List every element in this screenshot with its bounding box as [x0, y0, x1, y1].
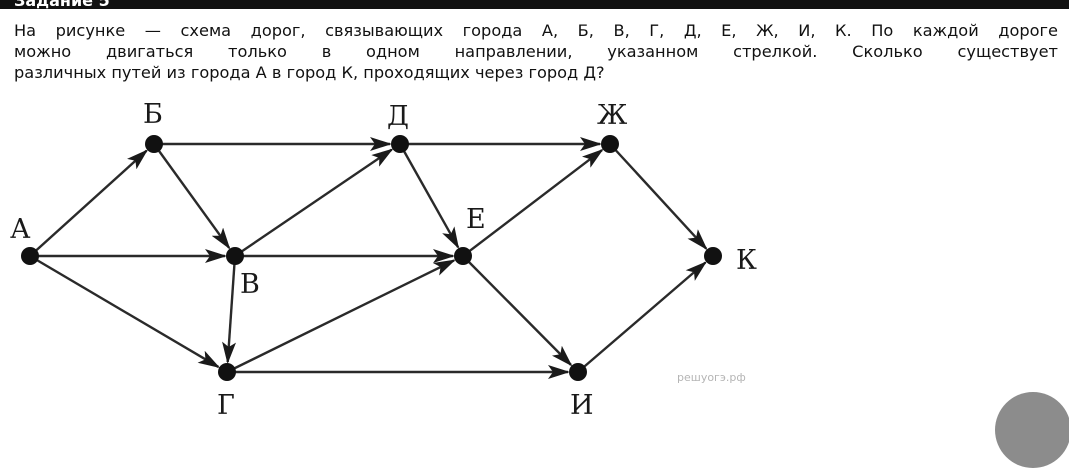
top-bar: Задание 5 [0, 0, 1069, 10]
node-label-K: К [736, 245, 757, 276]
node-A [21, 247, 39, 265]
node-label-V: В [240, 269, 260, 300]
edge-A-B [29, 149, 149, 257]
problem-line-2: можно двигаться только в одном направлен… [14, 42, 1058, 61]
edge-A-G [29, 254, 221, 368]
node-label-A: А [10, 214, 31, 245]
node-V [226, 247, 244, 265]
edge-V-D [234, 148, 394, 257]
edge-V-G [222, 255, 237, 365]
node-D [391, 135, 409, 153]
nodes-layer [21, 135, 722, 381]
node-K [704, 247, 722, 265]
node-G [218, 363, 236, 381]
edge-I-K [577, 261, 707, 373]
node-E [454, 247, 472, 265]
edge-D-E [398, 143, 460, 250]
node-B [145, 135, 163, 153]
node-label-G: Г [217, 390, 235, 421]
node-label-I: И [570, 390, 594, 421]
node-label-E: Е [466, 204, 486, 235]
node-label-ZH: Ж [597, 100, 628, 131]
node-ZH [601, 135, 619, 153]
problem-statement: На рисунке — схема дорог, связывающих го… [14, 20, 1058, 83]
node-label-B: Б [143, 99, 163, 130]
corner-circle [995, 392, 1069, 468]
edge-E-ZH [462, 148, 604, 257]
labels-layer: А Б В Г Д Е Ж И К решуогэ.рф [10, 99, 757, 421]
watermark: решуогэ.рф [677, 371, 746, 384]
edge-ZH-K [609, 143, 708, 251]
edge-G-E [226, 259, 456, 374]
edge-E-I [462, 255, 573, 367]
header-fragment: Задание 5 [14, 0, 110, 10]
node-label-D: Д [387, 101, 409, 132]
problem-line-1: На рисунке — схема дорог, связывающих го… [14, 21, 1058, 40]
edge-B-V [153, 143, 231, 250]
edges-layer [29, 137, 708, 379]
road-graph: А Б В Г Д Е Ж И К решуогэ.рф [10, 99, 757, 421]
problem-line-3: различных путей из города А в город К, п… [14, 63, 605, 82]
node-I [569, 363, 587, 381]
